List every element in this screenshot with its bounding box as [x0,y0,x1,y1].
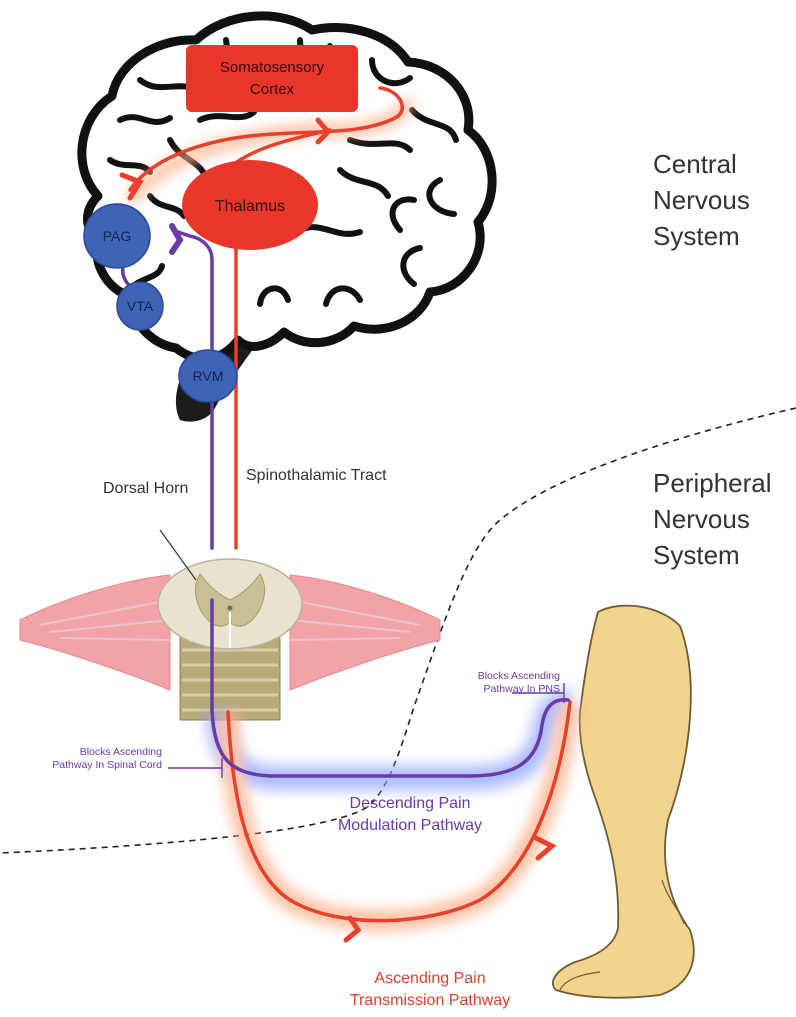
muscle-right [290,575,440,690]
cortex-label-line1: Somatosensory [220,59,325,76]
rvm-node: RVM [179,350,237,402]
peripheral-nervous-system-label: Peripheral Nervous System [653,465,772,573]
leg-shape [553,606,694,998]
cns-line-2: Nervous [653,182,750,218]
muscle-left [20,575,170,690]
cortex-box: Somatosensory Cortex [186,45,358,112]
vta-node: VTA [117,282,163,330]
pns-line-2: Nervous [653,501,772,537]
vta-label: VTA [127,298,154,314]
blocks-cord-line-1: Blocks Ascending [20,746,162,759]
pag-node: PAG [84,204,150,268]
dorsal-horn-label: Dorsal Horn [103,480,188,498]
descending-line-1: Descending Pain [320,793,500,815]
ascending-line-1: Ascending Pain [330,968,530,990]
pns-line-3: System [653,537,772,573]
cns-line-3: System [653,218,750,254]
pns-line-1: Peripheral [653,465,772,501]
spinal-cord-section [20,559,440,720]
blocks-cord-label: Blocks Ascending Pathway In Spinal Cord [20,746,162,772]
blocks-pns-line-1: Blocks Ascending [420,670,560,683]
pag-label: PAG [103,228,132,244]
cortex-label-line2: Cortex [250,81,295,98]
central-nervous-system-label: Central Nervous System [653,146,750,254]
blocks-pns-label: Blocks Ascending Pathway In PNS [420,670,560,696]
cns-line-1: Central [653,146,750,182]
leg [553,606,694,998]
thalamus-label: Thalamus [215,198,285,215]
spinothalamic-tract-label: Spinothalamic Tract [246,467,387,485]
rvm-label: RVM [193,368,224,384]
thalamus-node: Thalamus [182,160,318,250]
blocks-pns-line-2: Pathway In PNS [420,683,560,696]
ascending-pathway-label: Ascending Pain Transmission Pathway [330,968,530,1012]
ascending-line-2: Transmission Pathway [330,990,530,1012]
descending-pathway-label: Descending Pain Modulation Pathway [320,793,500,837]
blocks-cord-line-2: Pathway In Spinal Cord [20,759,162,772]
descending-line-2: Modulation Pathway [320,815,500,837]
